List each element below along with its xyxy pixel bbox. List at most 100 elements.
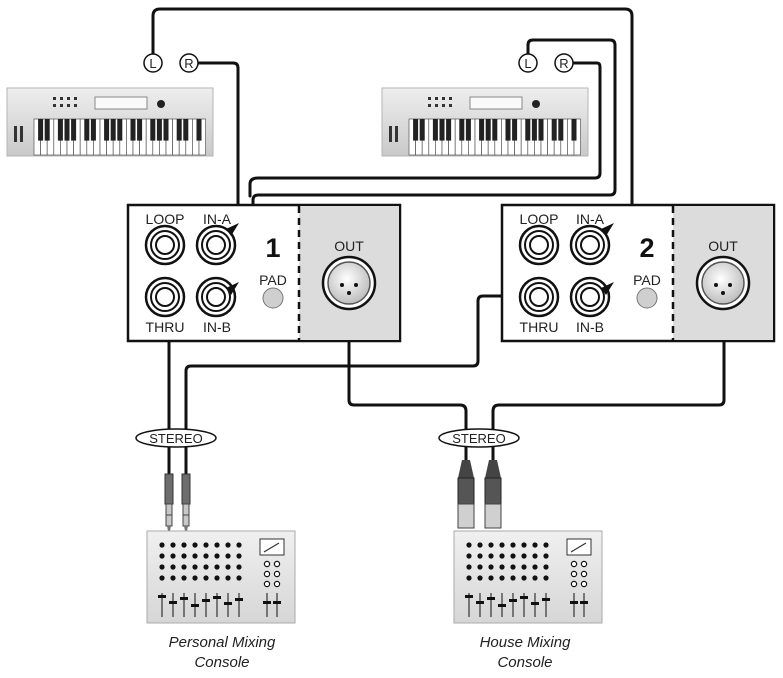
console-knob [170,542,176,548]
console-knob [203,575,209,581]
black-key [137,119,143,141]
cable-unit2-thru-to-console1 [184,294,542,478]
unit1-pad-button[interactable] [262,287,284,309]
unit1-out-label: OUT [334,238,364,254]
stereo-tag-2: STEREO [438,428,520,448]
kbd2-left-label: L [524,56,531,71]
black-key [38,119,44,141]
black-key [492,119,498,141]
console2-caption-line1: House Mixing [480,634,572,651]
black-key [525,119,531,141]
unit2-thru-jack[interactable] [518,276,560,318]
unit1-loop-jack[interactable] [144,224,186,266]
keyboard-1 [6,87,214,157]
black-key [571,119,577,141]
arrow-tips [226,223,614,295]
cable-kbd2-left-to-unit1-in-b [226,38,617,295]
console-fader-cap [169,601,177,604]
console-master-knob [263,580,271,588]
keyboard-2 [381,87,589,157]
unit2-thru-label: THRU [520,319,559,335]
console-master-fader-cap [570,601,578,604]
black-key [439,119,445,141]
black-key [130,119,136,141]
keyboard-display [469,96,523,110]
console2-caption-line2: Console [497,654,552,671]
unit1-in-b-jack[interactable] [195,276,237,318]
console-knob [543,564,549,570]
stereo-tag-1: STEREO [135,428,217,448]
console1-caption-line1: Personal Mixing [169,634,276,651]
cable-kbd2-right-route [248,61,602,198]
unit1-loop-label: LOOP [146,211,185,227]
console-knob [192,553,198,559]
console-knob [225,575,231,581]
kbd2-right-tag: R [554,53,574,73]
console-master-knob [580,570,588,578]
black-key [465,119,471,141]
console-knob [488,542,494,548]
console-knob [488,564,494,570]
console-knob [203,564,209,570]
console-knob [214,564,220,570]
console-master-knob [580,580,588,588]
console-knob [521,553,527,559]
unit2-in-b-jack[interactable] [569,276,611,318]
kbd1-left-label: L [149,56,156,71]
keyboard-buttons [53,97,77,107]
console-knob [236,564,242,570]
stereo-label-1: STEREO [149,431,202,446]
console-fader-cap [465,595,473,598]
unit2-in-a-jack[interactable] [569,224,611,266]
unit1-thru-jack[interactable] [144,276,186,318]
unit1-in-a-jack[interactable] [195,224,237,266]
console-knob [466,564,472,570]
black-key [558,119,564,141]
unit1-xlr-out[interactable] [321,255,377,311]
console-knob [214,553,220,559]
console-knob [159,564,165,570]
black-key [551,119,557,141]
console-knob [181,542,187,548]
cable-unit1-out-to-console2 [347,298,468,465]
xlr-plug-right [484,460,502,529]
keyboard-knob [532,100,540,108]
di-unit-2: LOOP IN-A THRU IN-B 2 PAD OUT [500,203,776,343]
console-knob [225,564,231,570]
unit2-out-label: OUT [708,238,738,254]
black-key [183,119,189,141]
kbd2-left-tag: L [518,53,538,73]
plug-right [181,473,191,531]
cable-unit2-out-to-console2 [491,298,726,465]
console-knob [203,553,209,559]
console-knob [543,542,549,548]
black-key [64,119,70,141]
console-knob [192,575,198,581]
unit2-number: 2 [639,233,654,263]
console-knob [181,575,187,581]
console-master-knob [273,570,281,578]
console-knob [181,564,187,570]
black-key [110,119,116,141]
console-fader-cap [476,601,484,604]
console-knob [159,575,165,581]
console-fader-cap [224,602,232,605]
unit2-pad-button[interactable] [636,287,658,309]
console-master-knob [273,580,281,588]
console-knob [236,542,242,548]
black-key [538,119,544,141]
console-knob [477,575,483,581]
black-key [104,119,110,141]
quarter-inch-plugs [164,473,191,531]
black-key [176,119,182,141]
plug-left [164,473,174,531]
unit2-xlr-out[interactable] [695,255,751,311]
console-knob [543,553,549,559]
unit1-in-b-label: IN-B [203,319,231,335]
console-fader-cap [498,604,506,607]
unit2-loop-jack[interactable] [518,224,560,266]
console-fader-cap [542,598,550,601]
console-knob [488,575,494,581]
unit2-pad-label: PAD [633,272,661,288]
